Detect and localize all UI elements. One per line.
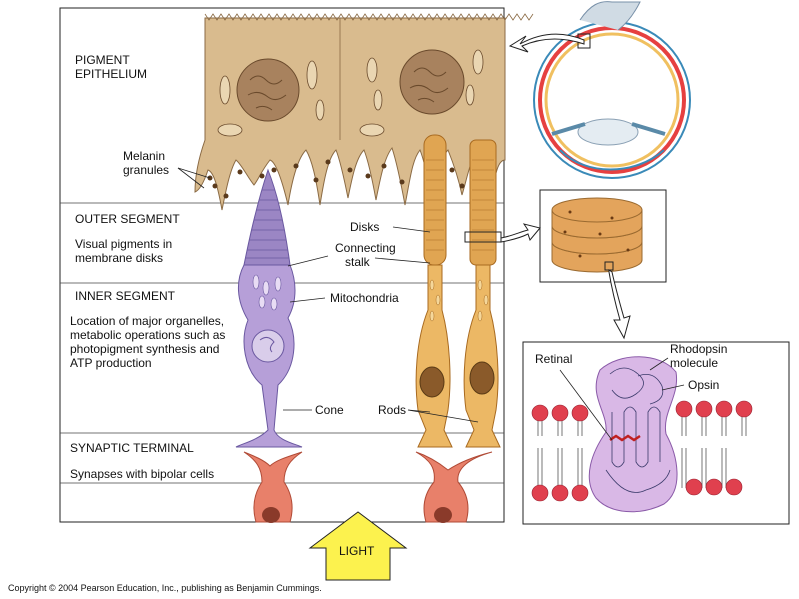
light-label: LIGHT (339, 544, 375, 558)
region-title: OUTER SEGMENT (75, 212, 180, 226)
bipolar-cell (415, 451, 493, 523)
region-outer-segment: OUTER SEGMENT Visual pigments in membran… (75, 212, 180, 265)
disk-stack-inset (539, 189, 667, 283)
melanin-label: granules (123, 163, 169, 177)
region-description: Visual pigments in (75, 237, 172, 251)
disk-callout-box (464, 231, 502, 243)
rod-cell (463, 139, 501, 448)
eye-callout-arrow (508, 33, 585, 53)
region-title: INNER SEGMENT (75, 289, 176, 303)
epithelium-organelles (217, 49, 484, 137)
epithelium-nucleus (236, 58, 300, 122)
mitochondria-label: Mitochondria (330, 291, 399, 305)
region-title: PIGMENT (75, 53, 130, 67)
epithelium-nucleus (399, 49, 465, 115)
rhodopsin-inset (522, 341, 790, 525)
retinal-molecule (609, 434, 641, 442)
rhodopsin-label: Rhodopsin (670, 342, 727, 356)
copyright-notice: Copyright © 2004 Pearson Education, Inc.… (8, 583, 322, 593)
region-description: metabolic operations such as (70, 328, 225, 342)
melanin-granules (207, 159, 465, 199)
region-description: ATP production (70, 356, 152, 370)
melanin-label: Melanin (123, 149, 165, 163)
rod-cell (415, 134, 453, 448)
rods-label: Rods (378, 403, 406, 417)
region-title: SYNAPTIC TERMINAL (70, 441, 194, 455)
region-pigment-epithelium: PIGMENT EPITHELIUM (75, 53, 147, 81)
region-description: Synapses with bipolar cells (70, 467, 214, 481)
cone-label: Cone (315, 403, 344, 417)
region-title: EPITHELIUM (75, 67, 147, 81)
region-description: membrane disks (75, 251, 163, 265)
disks-label: Disks (350, 220, 379, 234)
connecting-stalk-label: Connecting (335, 241, 396, 255)
rhodopsin-callout-arrow (608, 269, 631, 340)
region-inner-segment: INNER SEGMENT Location of major organell… (70, 289, 225, 370)
disk-callout-arrow (500, 223, 541, 243)
bipolar-cell (243, 451, 303, 523)
cone-cell (235, 168, 303, 448)
eyeball-illustration (533, 1, 691, 179)
rhodopsin-label: molecule (670, 356, 718, 370)
light-arrow (308, 511, 408, 581)
region-synaptic-terminal: SYNAPTIC TERMINAL Synapses with bipolar … (70, 441, 214, 481)
connecting-stalk-label: stalk (345, 255, 371, 269)
retinal-label: Retinal (535, 352, 572, 366)
opsin-label: Opsin (688, 378, 719, 392)
leader-lines (177, 167, 479, 423)
inset-leader-lines (559, 357, 685, 441)
region-description: photopigment synthesis and (70, 342, 219, 356)
region-description: Location of major organelles, (70, 314, 224, 328)
